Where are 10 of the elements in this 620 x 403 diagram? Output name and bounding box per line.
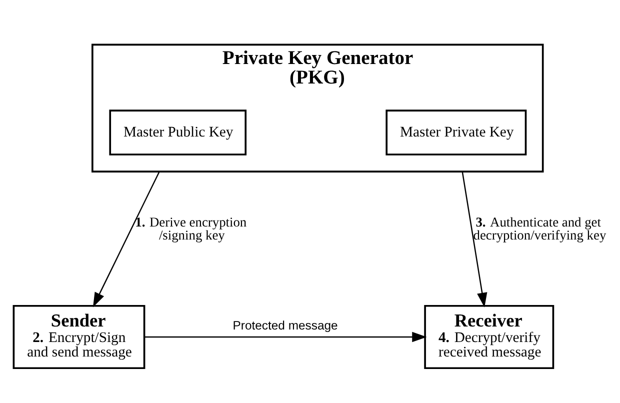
edge-label: Protected message <box>232 318 338 333</box>
arrow <box>462 172 488 308</box>
node-box: Master Private Key <box>386 110 527 156</box>
node-box: Master Public Key <box>109 110 247 156</box>
node-box: Receiver 4. Decrypt/verify received message <box>424 304 554 370</box>
arrow <box>92 171 160 308</box>
edge-label: 1. Derive encryption /signing key <box>135 214 247 243</box>
arrow <box>144 332 427 342</box>
node-box: Sender 2. Encrypt/Sign and send message <box>12 304 146 370</box>
edge-label: 3. Authenticate and get decryption/verifying key <box>473 214 606 243</box>
